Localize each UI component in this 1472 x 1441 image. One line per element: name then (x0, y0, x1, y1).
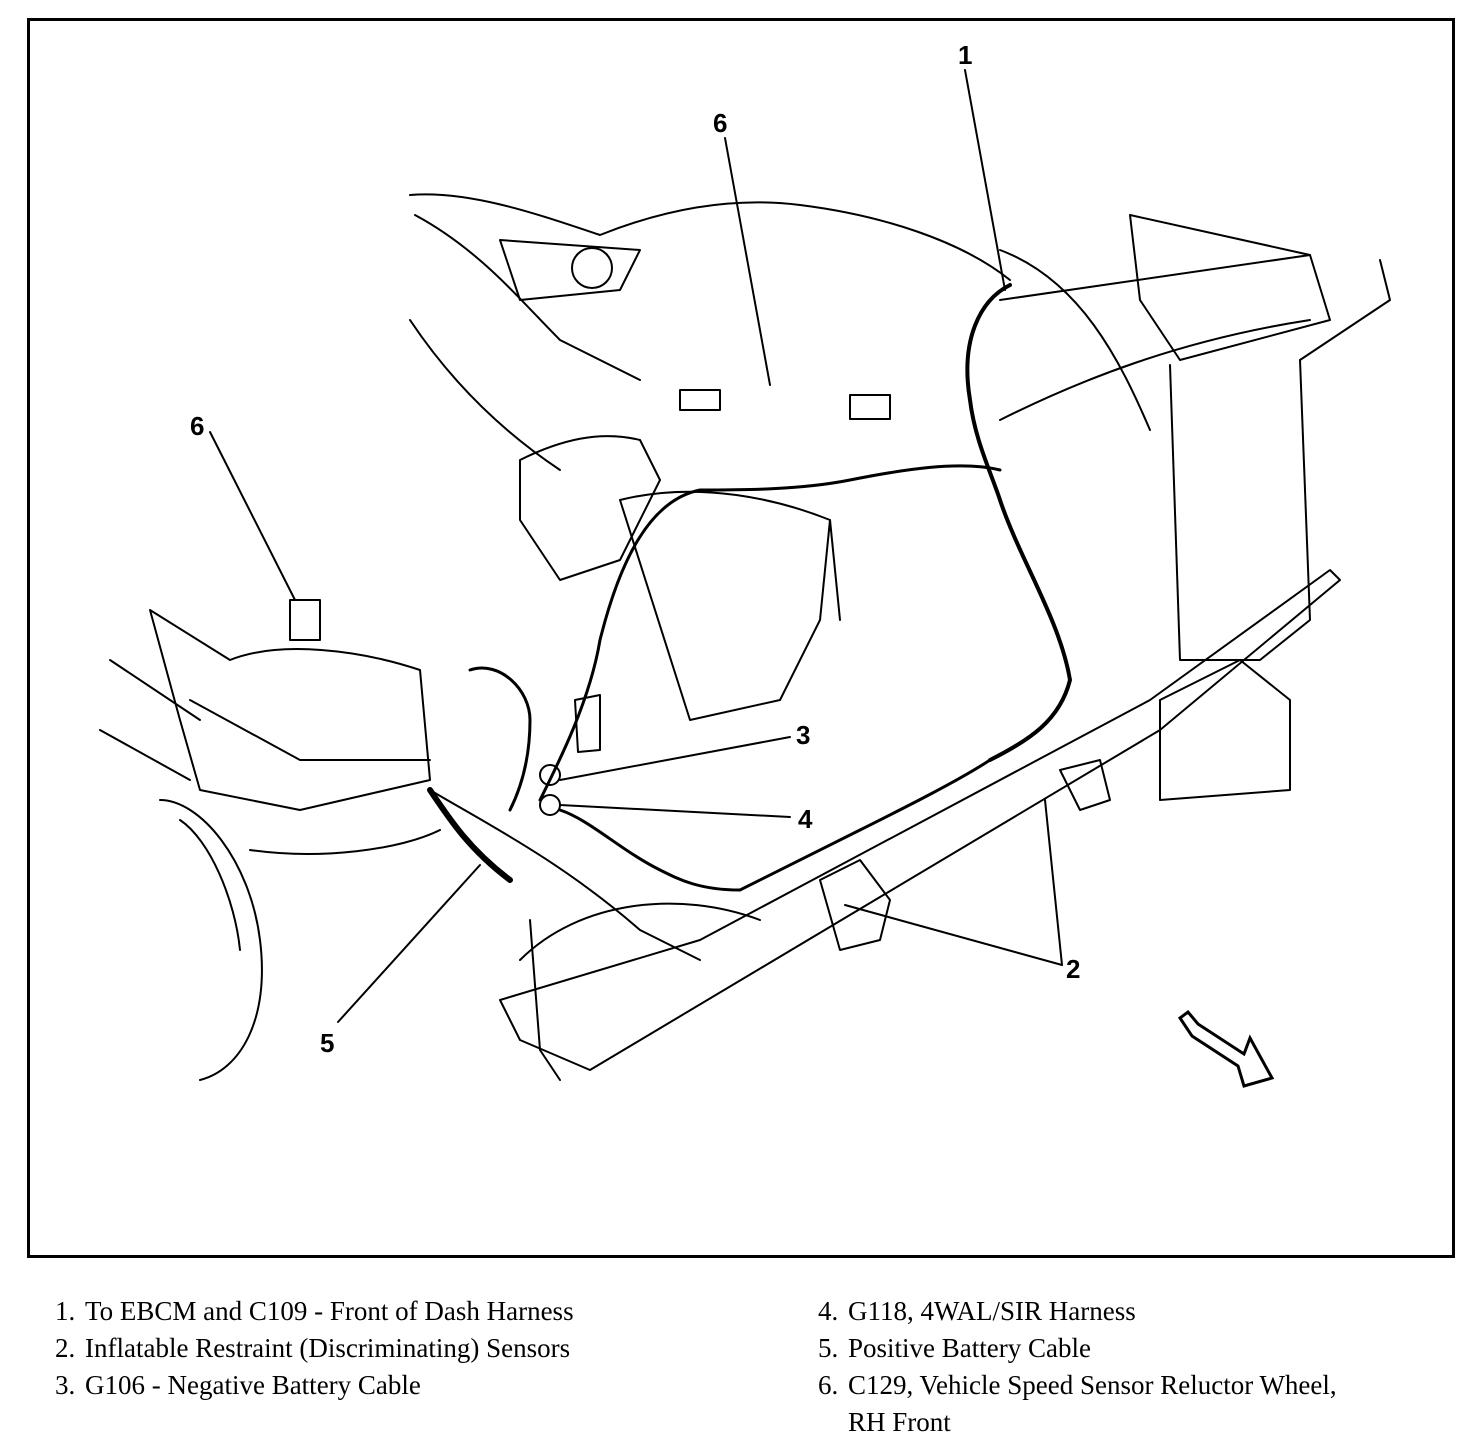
callout-5: 5 (320, 1028, 335, 1058)
legend-item-2: 2.Inflatable Restraint (Discriminating) … (55, 1333, 571, 1363)
legend-item-6-continued: RH Front (848, 1407, 951, 1437)
legend-item-6: 6.C129, Vehicle Speed Sensor Reluctor Wh… (818, 1370, 1337, 1400)
legend-item-4: 4.G118, 4WAL/SIR Harness (818, 1296, 1136, 1326)
bolt (574, 694, 601, 753)
callout-4: 4 (798, 804, 813, 834)
harness-main (965, 283, 1072, 762)
direction-arrow (1177, 1009, 1275, 1088)
leader-2a (1044, 799, 1063, 966)
left-wheel (159, 799, 263, 1081)
callout-2: 2 (1066, 954, 1081, 984)
front-crossmember (499, 569, 1341, 1071)
callout-3: 3 (796, 720, 811, 750)
leader-4 (559, 804, 791, 818)
leader-5 (337, 864, 481, 1023)
leader-3 (559, 736, 791, 781)
leader-6-top (724, 137, 771, 386)
right-frame-rail (1129, 214, 1331, 361)
legend-item-3: 3.G106 - Negative Battery Cable (55, 1370, 421, 1400)
positive-cable-wire (427, 787, 513, 883)
callout-1: 1 (958, 40, 973, 70)
left-suspension (149, 609, 431, 811)
leader-6-left (209, 431, 296, 601)
leader-2b (844, 904, 1063, 966)
legend-right: 4.G118, 4WAL/SIR Harness 5.Positive Batt… (818, 1293, 1337, 1441)
leader-1 (964, 69, 1006, 291)
legend-item-1: 1.To EBCM and C109 - Front of Dash Harne… (55, 1296, 574, 1326)
legend-item-5: 5.Positive Battery Cable (818, 1333, 1091, 1363)
callout-6-left: 6 (190, 411, 205, 441)
mount-hole (571, 247, 613, 289)
callout-6-top: 6 (713, 108, 728, 138)
legend-left: 1.To EBCM and C109 - Front of Dash Harne… (55, 1293, 574, 1404)
mount-bracket (499, 239, 641, 301)
upper-body-structure (409, 193, 1011, 281)
